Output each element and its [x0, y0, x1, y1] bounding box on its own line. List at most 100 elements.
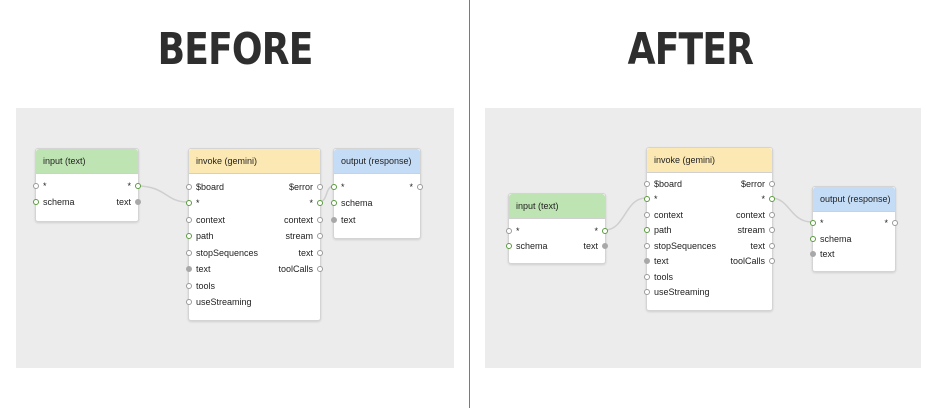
- port-dot[interactable]: [892, 220, 898, 226]
- port-dot[interactable]: [317, 266, 323, 272]
- input-node[interactable]: input (text) * schema * text: [506, 193, 608, 264]
- port-dot[interactable]: [186, 217, 192, 223]
- port-dot[interactable]: [186, 299, 192, 305]
- port-dot[interactable]: [186, 184, 192, 190]
- invoke-port-out-toolcalls[interactable]: toolCalls: [278, 263, 323, 275]
- invoke-port-in-context[interactable]: context: [186, 214, 225, 226]
- wire-input-to-invoke: [604, 197, 647, 231]
- output-port-in-text[interactable]: text: [810, 248, 835, 260]
- invoke-port-out-error[interactable]: $error: [741, 178, 775, 190]
- port-dot[interactable]: [33, 199, 39, 205]
- port-dot[interactable]: [331, 184, 337, 190]
- invoke-port-in-stopsequences[interactable]: stopSequences: [644, 240, 716, 252]
- invoke-port-in-text[interactable]: text: [186, 263, 211, 275]
- port-dot[interactable]: [810, 251, 816, 257]
- port-dot[interactable]: [769, 196, 775, 202]
- output-port-in-text[interactable]: text: [331, 214, 356, 226]
- invoke-port-out-star[interactable]: *: [309, 197, 323, 209]
- port-dot[interactable]: [317, 217, 323, 223]
- invoke-port-in-star[interactable]: *: [186, 197, 200, 209]
- port-dot[interactable]: [644, 196, 650, 202]
- port-dot[interactable]: [644, 227, 650, 233]
- port-dot[interactable]: [644, 212, 650, 218]
- port-dot[interactable]: [317, 233, 323, 239]
- output-node[interactable]: output (response) * schema text *: [331, 148, 423, 239]
- port-dot[interactable]: [317, 184, 323, 190]
- port-dot[interactable]: [331, 217, 337, 223]
- port-dot[interactable]: [602, 243, 608, 249]
- input-port-in-star[interactable]: *: [506, 225, 520, 237]
- invoke-port-out-context[interactable]: context: [284, 214, 323, 226]
- port-dot[interactable]: [769, 243, 775, 249]
- port-dot[interactable]: [769, 227, 775, 233]
- invoke-port-in-star[interactable]: *: [644, 193, 658, 205]
- port-dot[interactable]: [769, 212, 775, 218]
- input-port-out-star[interactable]: *: [594, 225, 608, 237]
- invoke-port-in-usestreaming[interactable]: useStreaming: [644, 286, 710, 298]
- port-dot[interactable]: [331, 200, 337, 206]
- port-dot[interactable]: [317, 250, 323, 256]
- output-port-in-schema[interactable]: schema: [810, 233, 852, 245]
- after-canvas[interactable]: input (text) * schema * text invoke (gem…: [485, 108, 921, 368]
- invoke-port-out-text[interactable]: text: [750, 240, 775, 252]
- port-dot[interactable]: [33, 183, 39, 189]
- port-dot[interactable]: [186, 283, 192, 289]
- port-dot[interactable]: [644, 289, 650, 295]
- port-dot[interactable]: [769, 258, 775, 264]
- output-port-out-star[interactable]: *: [884, 217, 898, 229]
- input-port-out-text[interactable]: text: [116, 196, 141, 208]
- invoke-port-in-tools[interactable]: tools: [644, 271, 673, 283]
- input-node[interactable]: input (text) * schema * text: [33, 148, 141, 222]
- port-dot[interactable]: [506, 243, 512, 249]
- port-dot[interactable]: [644, 243, 650, 249]
- output-port-in-star[interactable]: *: [810, 217, 824, 229]
- output-port-in-schema[interactable]: schema: [331, 197, 373, 209]
- input-port-out-text[interactable]: text: [583, 240, 608, 252]
- input-port-in-schema[interactable]: schema: [33, 196, 75, 208]
- invoke-port-out-star[interactable]: *: [761, 193, 775, 205]
- input-port-in-schema[interactable]: schema: [506, 240, 548, 252]
- output-node-header: output (response): [334, 149, 420, 174]
- invoke-port-out-text[interactable]: text: [298, 247, 323, 259]
- invoke-port-in-path[interactable]: path: [644, 224, 672, 236]
- invoke-port-in-board[interactable]: $board: [644, 178, 682, 190]
- port-dot[interactable]: [810, 236, 816, 242]
- invoke-port-out-error[interactable]: $error: [289, 181, 323, 193]
- invoke-node[interactable]: invoke (gemini) $board * context path st…: [644, 147, 775, 311]
- after-wires: [604, 197, 813, 231]
- port-dot[interactable]: [506, 228, 512, 234]
- port-dot[interactable]: [769, 181, 775, 187]
- port-dot[interactable]: [644, 258, 650, 264]
- invoke-port-in-board[interactable]: $board: [186, 181, 224, 193]
- port-dot[interactable]: [186, 250, 192, 256]
- input-port-in-star[interactable]: *: [33, 180, 47, 192]
- invoke-port-in-tools[interactable]: tools: [186, 280, 215, 292]
- invoke-port-out-context[interactable]: context: [736, 209, 775, 221]
- port-dot[interactable]: [186, 266, 192, 272]
- invoke-port-in-context[interactable]: context: [644, 209, 683, 221]
- before-canvas[interactable]: input (text) * schema * text invoke (gem…: [16, 108, 454, 368]
- invoke-port-in-usestreaming[interactable]: useStreaming: [186, 296, 252, 308]
- invoke-port-in-stopsequences[interactable]: stopSequences: [186, 247, 258, 259]
- port-dot[interactable]: [186, 233, 192, 239]
- invoke-port-in-text[interactable]: text: [644, 255, 669, 267]
- invoke-port-out-stream[interactable]: stream: [737, 224, 775, 236]
- port-dot[interactable]: [135, 199, 141, 205]
- output-port-in-star[interactable]: *: [331, 181, 345, 193]
- port-dot[interactable]: [644, 181, 650, 187]
- port-dot[interactable]: [135, 183, 141, 189]
- input-port-out-star[interactable]: *: [127, 180, 141, 192]
- invoke-port-out-toolcalls[interactable]: toolCalls: [730, 255, 775, 267]
- invoke-node[interactable]: invoke (gemini) $board * context path st…: [186, 148, 323, 321]
- port-dot[interactable]: [417, 184, 423, 190]
- port-dot[interactable]: [317, 200, 323, 206]
- port-dot[interactable]: [644, 274, 650, 280]
- port-dot[interactable]: [186, 200, 192, 206]
- output-port-out-star[interactable]: *: [409, 181, 423, 193]
- wire-input-to-invoke: [136, 185, 188, 203]
- invoke-port-in-path[interactable]: path: [186, 230, 214, 242]
- output-node[interactable]: output (response) * schema text *: [810, 186, 898, 272]
- port-dot[interactable]: [810, 220, 816, 226]
- invoke-port-out-stream[interactable]: stream: [285, 230, 323, 242]
- port-dot[interactable]: [602, 228, 608, 234]
